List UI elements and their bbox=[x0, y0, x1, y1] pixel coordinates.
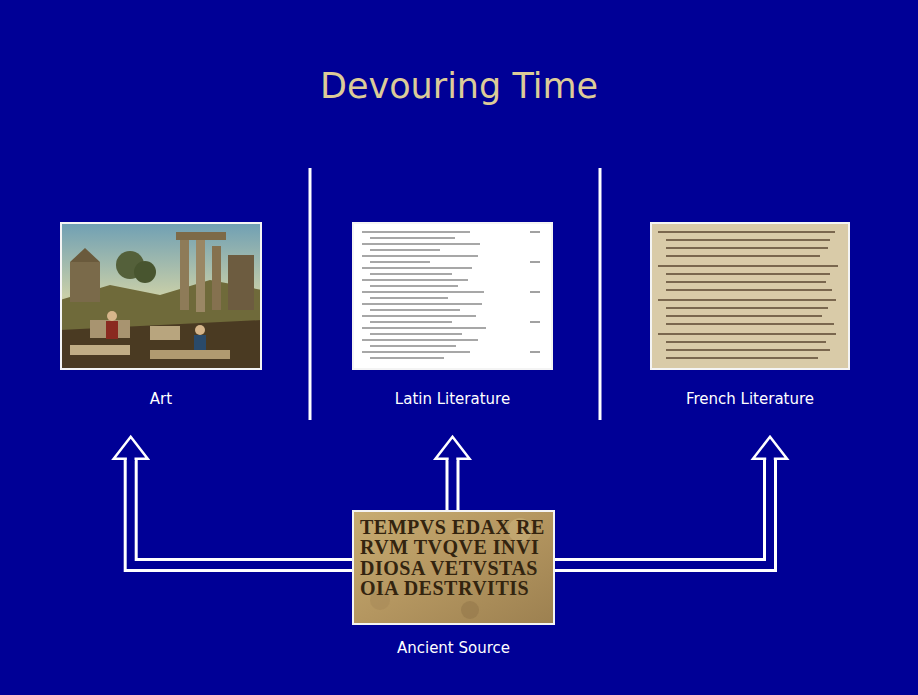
french-page-illustration bbox=[650, 222, 850, 370]
arrow-inner bbox=[449, 459, 457, 510]
divider-line bbox=[309, 168, 312, 420]
hollow-arrow bbox=[114, 437, 352, 565]
image-frame bbox=[650, 222, 850, 370]
hollow-arrow bbox=[555, 437, 787, 565]
arrow-head-opening bbox=[766, 457, 774, 461]
image-frame: TEMPVS EDAX RE RVM TVQVE INVI DIOSA VETV… bbox=[352, 510, 555, 625]
arrow-outline bbox=[555, 459, 770, 565]
image-caption: Latin Literature bbox=[352, 390, 553, 409]
inscription-text: TEMPVS EDAX RE RVM TVQVE INVI DIOSA VETV… bbox=[354, 512, 553, 599]
arrow-head bbox=[114, 437, 148, 459]
diagram-title: Devouring Time bbox=[0, 66, 918, 106]
arrow-head-opening bbox=[449, 457, 457, 461]
arrow-head bbox=[753, 437, 787, 459]
image-caption: French Literature bbox=[650, 390, 850, 409]
hollow-arrow bbox=[436, 437, 470, 510]
arrow-outline bbox=[131, 459, 352, 565]
image-node: Art bbox=[60, 222, 262, 437]
arrow-head-opening bbox=[127, 457, 135, 461]
arrow-outline bbox=[446, 459, 460, 510]
arrow-inner bbox=[131, 459, 352, 565]
image-node: French Literature bbox=[650, 222, 850, 437]
image-caption: Art bbox=[60, 390, 262, 409]
arrow-inner bbox=[555, 459, 770, 565]
divider-line bbox=[599, 168, 602, 420]
latin-page-illustration bbox=[352, 222, 553, 370]
image-caption: Ancient Source bbox=[352, 639, 555, 658]
inscription-ground bbox=[352, 510, 555, 625]
image-node: TEMPVS EDAX RE RVM TVQVE INVI DIOSA VETV… bbox=[352, 510, 555, 664]
arrow-head bbox=[436, 437, 470, 459]
image-node: Latin Literature bbox=[352, 222, 553, 437]
image-frame bbox=[352, 222, 553, 370]
image-frame bbox=[60, 222, 262, 370]
painting-illustration bbox=[60, 222, 262, 370]
